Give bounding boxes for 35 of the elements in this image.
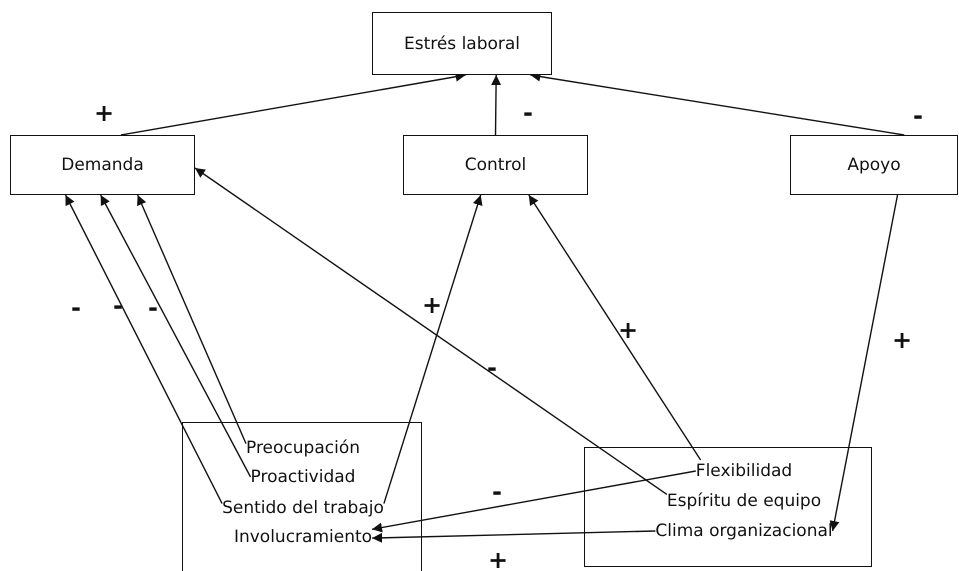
factor-label: Preocupación bbox=[246, 437, 360, 459]
edge-label: + bbox=[94, 101, 114, 125]
edge-label: + bbox=[422, 293, 442, 317]
factor-label: Espíritu de equipo bbox=[666, 490, 822, 512]
arrow bbox=[491, 75, 502, 135]
edge-label: - bbox=[113, 294, 123, 318]
factor-label: Flexibilidad bbox=[696, 460, 792, 482]
edge-label: - bbox=[913, 104, 923, 128]
edge-label: + bbox=[618, 318, 638, 342]
arrow bbox=[194, 167, 668, 495]
arrow bbox=[372, 470, 696, 532]
edge-label: - bbox=[492, 480, 502, 504]
concept-box: Estrés laboral bbox=[372, 12, 552, 75]
arrow bbox=[830, 194, 898, 532]
group-box bbox=[584, 447, 872, 567]
factor-label: Sentido del trabajo bbox=[222, 497, 384, 519]
edge-label: - bbox=[487, 356, 497, 380]
edge-label: + bbox=[892, 328, 912, 352]
arrow bbox=[372, 530, 656, 543]
factor-label: Proactividad bbox=[250, 466, 356, 488]
factor-label: Involucramiento bbox=[234, 526, 372, 548]
factor-label: Clima organizacional bbox=[655, 520, 833, 542]
edge-label: - bbox=[148, 296, 158, 320]
edge-label: - bbox=[71, 296, 81, 320]
arrow bbox=[383, 194, 482, 504]
concept-box: Apoyo bbox=[790, 135, 958, 195]
concept-box: Demanda bbox=[10, 135, 195, 195]
edge-label: - bbox=[523, 101, 533, 125]
concept-box: Control bbox=[403, 135, 588, 195]
group-box bbox=[182, 422, 422, 571]
arrow bbox=[64, 194, 223, 504]
arrow bbox=[528, 194, 702, 460]
arrow bbox=[100, 194, 252, 478]
arrow bbox=[137, 194, 247, 444]
edge-label: + bbox=[488, 548, 508, 571]
